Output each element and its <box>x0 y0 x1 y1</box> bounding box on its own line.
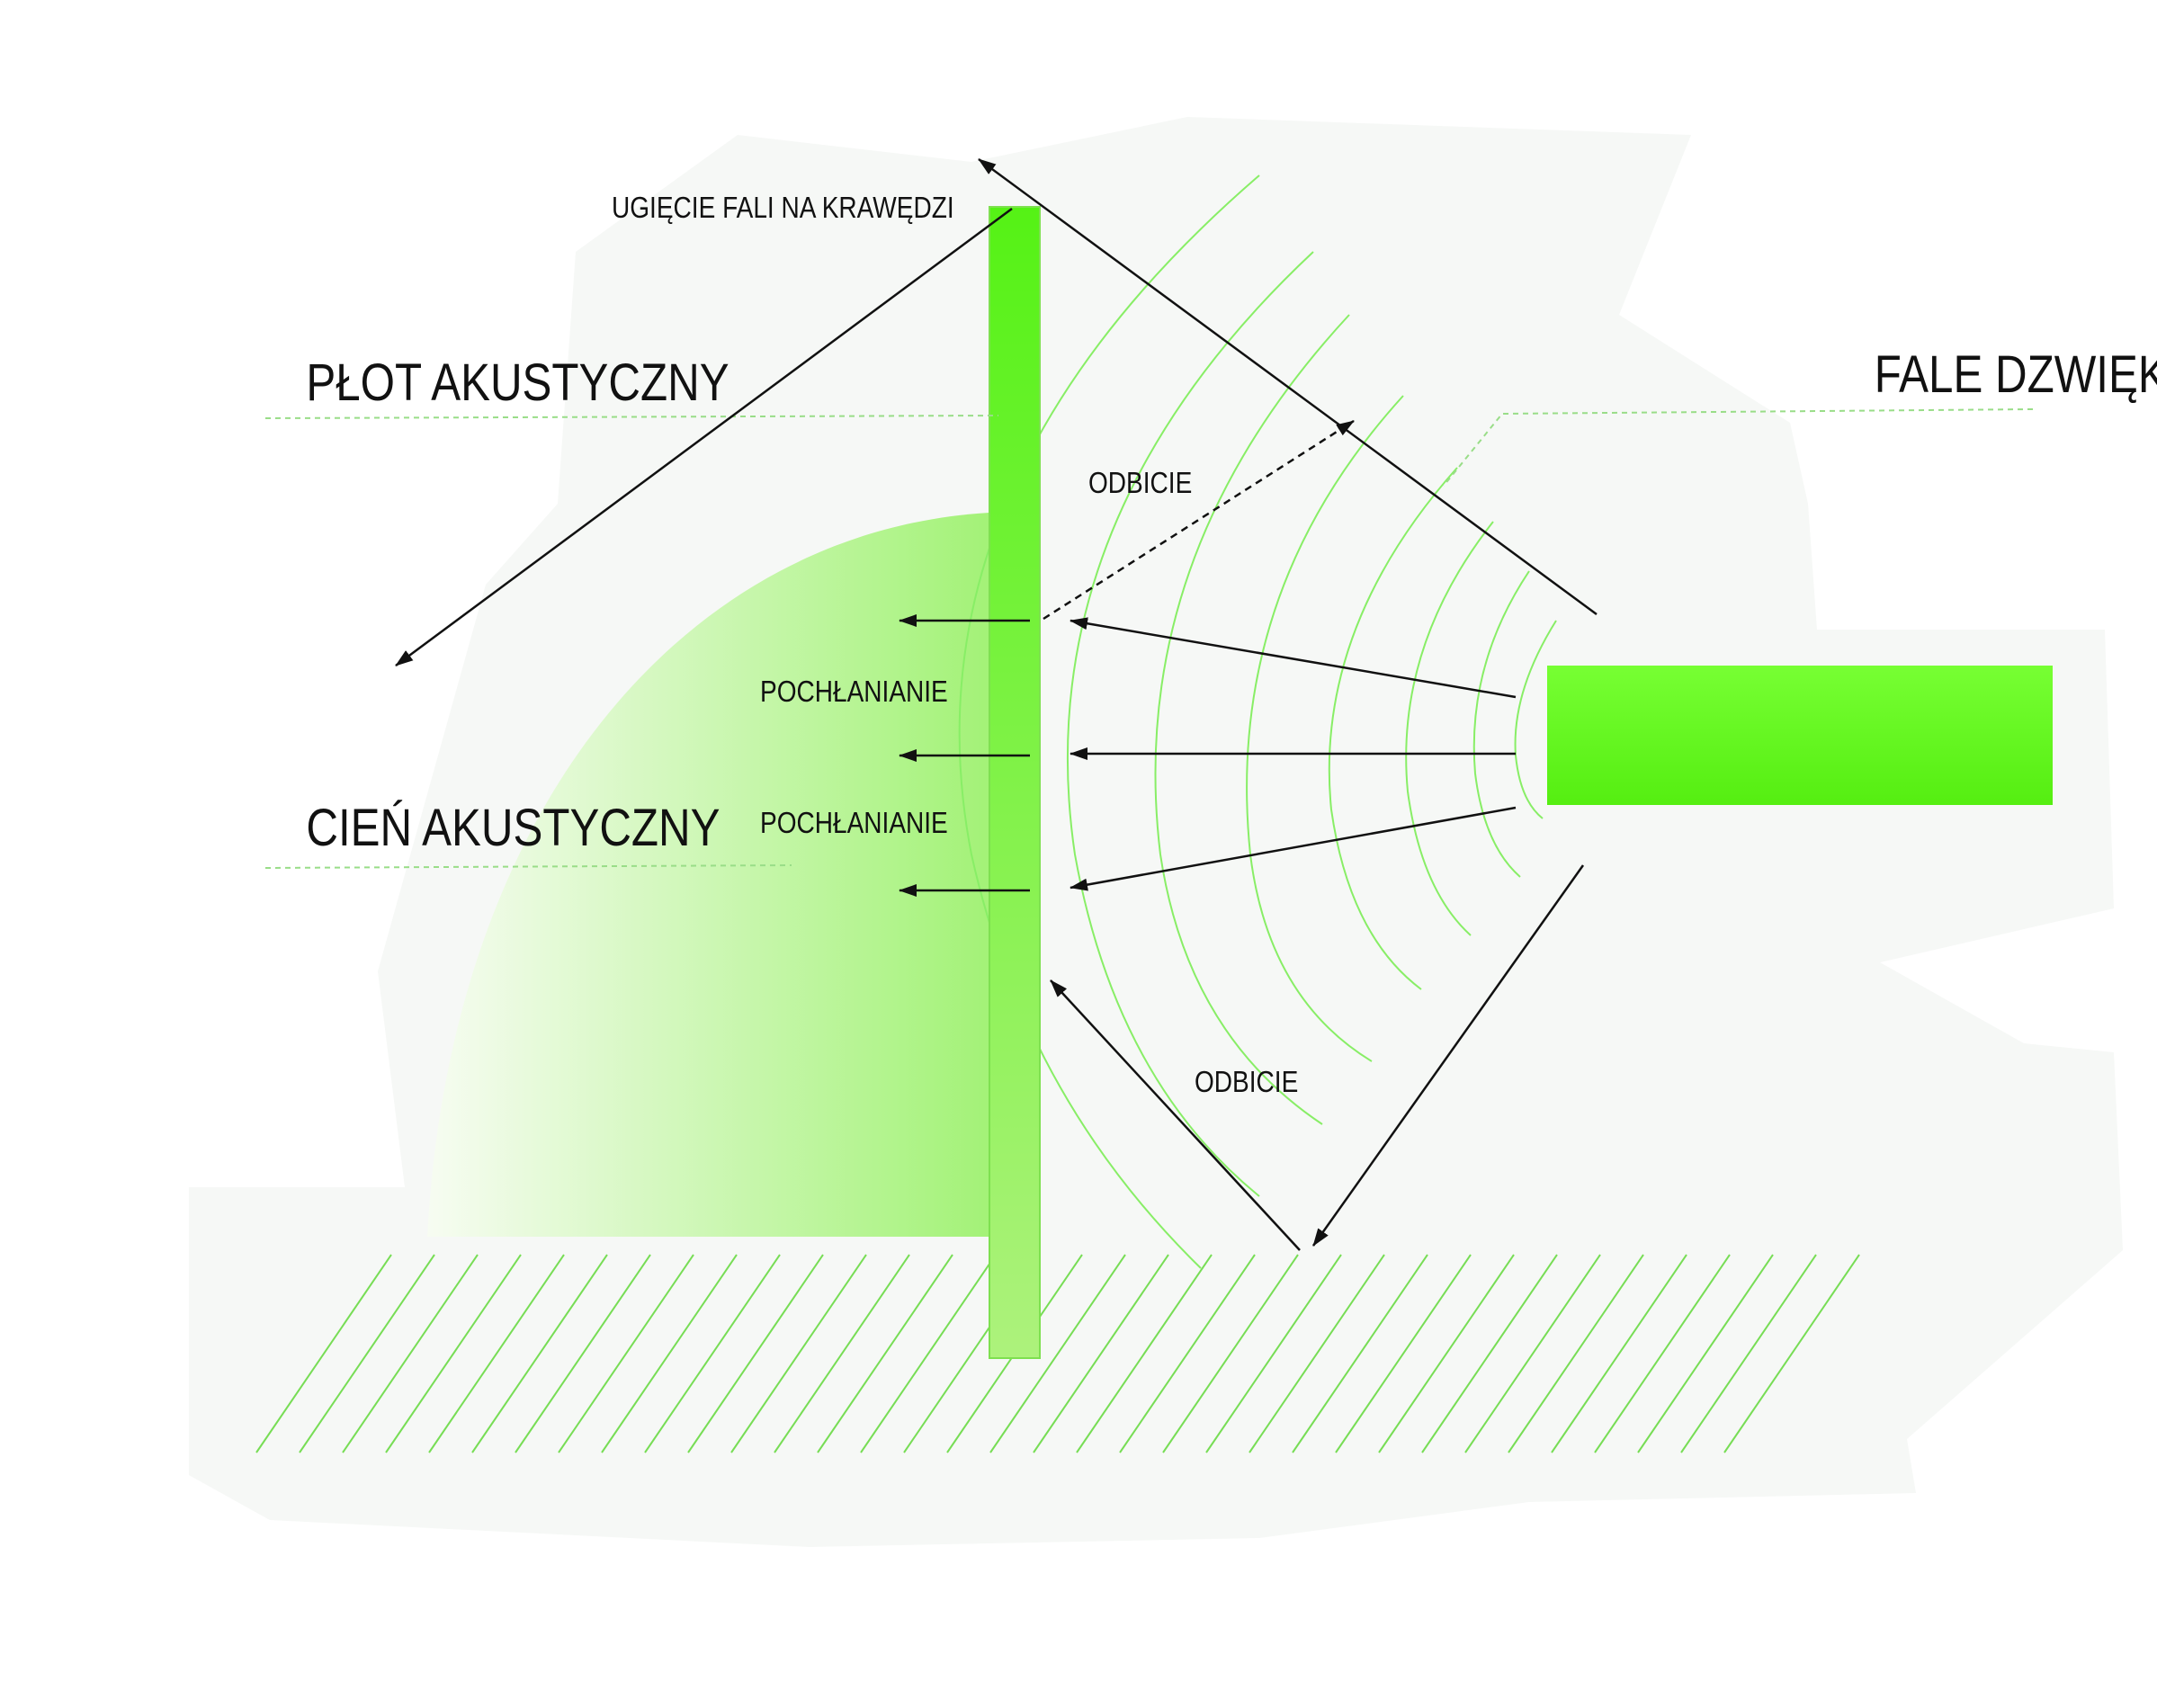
hatch-line <box>1723 1254 1860 1453</box>
hatch-line <box>1680 1254 1817 1453</box>
hatch-line <box>601 1254 738 1453</box>
hatch-line <box>255 1254 392 1453</box>
hatch-line <box>471 1254 608 1453</box>
wave-arc <box>1246 395 1404 1062</box>
hatch-line <box>342 1254 479 1453</box>
hatch-line <box>774 1254 910 1453</box>
wave-arc <box>1472 570 1530 878</box>
hatch-line <box>385 1254 522 1453</box>
hatch-line <box>817 1254 953 1453</box>
sound-arrows <box>395 157 1598 1251</box>
hatch-line <box>1464 1254 1601 1453</box>
hatch-line <box>1033 1254 1169 1453</box>
wave-arc <box>1328 467 1458 990</box>
acoustic-fence <box>989 206 1041 1359</box>
hatch-line <box>428 1254 565 1453</box>
hatch-line <box>515 1254 651 1453</box>
hatch-line <box>1637 1254 1774 1453</box>
shadow-label-leader <box>264 864 792 869</box>
fence-label: PŁOT AKUSTYCZNY <box>306 353 729 412</box>
diffraction-arrow <box>978 157 1598 616</box>
hatch-line <box>1594 1254 1731 1453</box>
leader-lines <box>264 408 2034 869</box>
hatch-line <box>1162 1254 1299 1453</box>
hatch-line <box>1292 1254 1428 1453</box>
incident-arrow-upper <box>1070 617 1517 699</box>
hatch-line <box>1421 1254 1558 1453</box>
hatch-line <box>299 1254 435 1453</box>
sound-wave-arcs <box>958 174 1557 1269</box>
incident-arrow-lower <box>1070 806 1517 891</box>
acoustic-shadow-area <box>427 513 989 1237</box>
waves-label: FALE DZWIĘKOWE <box>1875 345 2157 404</box>
absorption-label-1: POCHŁANIANIE <box>760 675 948 709</box>
sound-source <box>1547 666 2053 805</box>
shadow-label: CIEŃ AKUSTYCZNY <box>306 799 720 857</box>
wave-arc <box>958 174 1260 1269</box>
hatch-line <box>860 1254 997 1453</box>
hatch-line <box>1076 1254 1213 1453</box>
hatch-line <box>1119 1254 1256 1453</box>
hatch-line <box>1378 1254 1515 1453</box>
diffraction-label: UGIĘCIE FALI NA KRAWĘDZI <box>612 192 954 225</box>
wave-arc <box>1405 521 1494 936</box>
reflection-label-upper: ODBICIE <box>1088 467 1192 500</box>
hatch-line <box>1508 1254 1644 1453</box>
hatch-line <box>989 1254 1126 1453</box>
hatch-line <box>1205 1254 1342 1453</box>
reflection-label-lower: ODBICIE <box>1195 1066 1298 1099</box>
hatch-line <box>730 1254 867 1453</box>
hatch-line <box>1335 1254 1472 1453</box>
hatch-line <box>558 1254 694 1453</box>
hatch-line <box>1551 1254 1687 1453</box>
fence-label-leader <box>264 415 999 419</box>
hatch-line <box>687 1254 824 1453</box>
ground-reflection-arrow <box>1050 979 1301 1251</box>
reflection-arrow-dashed <box>1043 419 1355 621</box>
absorption-label-2: POCHŁANIANIE <box>760 807 948 840</box>
wave-arc <box>1514 620 1557 819</box>
ground-hatch <box>255 1254 1860 1453</box>
wave-arc <box>1066 251 1314 1197</box>
diffraction-bent-arrow <box>395 207 1013 667</box>
ground-incident-arrow <box>1311 864 1585 1247</box>
wave-arc <box>1154 314 1350 1125</box>
hatch-line <box>1249 1254 1385 1453</box>
hatch-line <box>644 1254 781 1453</box>
